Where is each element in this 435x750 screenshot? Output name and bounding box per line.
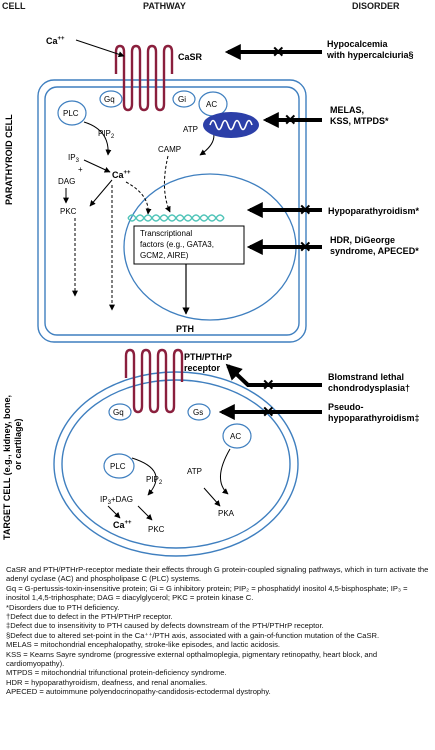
tf-line-2: factors (e.g., GATA3, (140, 240, 214, 249)
svg-text:✕: ✕ (299, 202, 312, 219)
disorder-arrow-melas: ✕ (262, 112, 322, 129)
gi-label: Gi (178, 95, 186, 104)
target-cell-outer-membrane (53, 371, 299, 557)
disorder-melas-1: MELAS, (330, 105, 364, 115)
ca-ion-label: Ca++ (46, 36, 65, 46)
svg-text:✕: ✕ (299, 239, 312, 256)
casr-receptor (114, 44, 174, 112)
disorder-arrow-pseudohypoparathyroidism: ✕ (218, 404, 322, 421)
target-ac-enzyme (222, 423, 252, 449)
dna-helix-strand-2 (127, 214, 225, 222)
header-pathway: PATHWAY (143, 1, 186, 11)
disorder-arrow-blomstrand: ✕ (225, 363, 322, 394)
ca-to-pkc-arrow (89, 179, 113, 207)
target-plc-enzyme (103, 453, 135, 479)
pth-pthrp-receptor (124, 348, 184, 414)
target-cell-inner-membrane (61, 379, 291, 549)
disorder-blomstrand-2: chondrodysplasia† (328, 383, 410, 393)
caption-line-4: †Defect due to defect in the PTH/PTHrP r… (6, 612, 173, 622)
target-ip3-dag-label: IP3+DAG (100, 495, 133, 506)
plus-sign: + (78, 165, 83, 174)
disorder-pseudo-1: Pseudo- (328, 402, 364, 412)
atp-label: ATP (183, 125, 198, 134)
camp-to-tf-dashed-arrow (164, 155, 171, 213)
pkc-label: PKC (60, 207, 77, 216)
receptor-label-2: receptor (184, 363, 221, 373)
target-pip2-label: PIP2 (146, 475, 163, 486)
ca-to-tf-dashed-arrow (125, 181, 152, 215)
pip2-label: PIP2 (98, 129, 115, 140)
ac-label: AC (206, 100, 217, 109)
transcriptional-factors-box (133, 225, 245, 265)
gs-protein (187, 403, 211, 421)
ca-to-casr-arrow (75, 39, 125, 58)
caption-line-10: HDR = hypoparathyroidism, deafness, and … (6, 677, 208, 687)
target-pkc-label: PKC (148, 525, 165, 534)
pka-label: PKA (218, 509, 235, 518)
pth-label: PTH (176, 324, 194, 334)
parathyroid-cell-label: PARATHYROID CELL (4, 114, 14, 205)
svg-text:✕: ✕ (262, 404, 275, 421)
disorder-arrow-hdr: ✕ (246, 239, 322, 256)
gq-label: Gq (104, 95, 115, 104)
ip3-to-ca-arrow (83, 159, 111, 173)
target-cell-label-1: TARGET CELL (e.g., kidney, bone, (2, 395, 12, 540)
target-plc-pip2-arc (131, 457, 157, 496)
target-atp-label: ATP (187, 467, 202, 476)
disorder-hypocalcemia-1: Hypocalcemia (327, 39, 389, 49)
svg-text:✕: ✕ (262, 377, 275, 394)
mitochondrion-cristae (209, 119, 253, 131)
target-cell-label-2: or cartilage) (13, 418, 23, 470)
target-gq-protein (108, 403, 132, 421)
header-disorder: DISORDER (352, 1, 400, 11)
disorder-pseudo-2: hypoparathyroidism‡ (328, 413, 420, 423)
receptor-label-1: PTH/PTHrP (184, 352, 232, 362)
dag-to-pkc-target-arrow (137, 505, 153, 521)
ip3-to-ca-target-arrow (107, 505, 121, 519)
gs-label: Gs (193, 408, 203, 417)
mitochondrion (203, 112, 259, 138)
tf-line-1: Transcriptional (140, 229, 192, 238)
ac-atp-arc (220, 448, 231, 495)
svg-text:✕: ✕ (272, 44, 285, 61)
plc-pip2-arc (83, 121, 112, 156)
casr-label: CaSR (178, 52, 203, 62)
plc-label: PLC (63, 109, 79, 118)
figure-caption: CaSR and PTH/PTHrP-receptor mediate thei… (6, 565, 432, 697)
disorder-hypoparathyroidism: Hypoparathyroidism* (328, 206, 420, 216)
camp-label: CAMP (158, 145, 181, 154)
disorder-hdr-2: syndrome, APECED* (330, 246, 419, 256)
caption-line-7: MELAS = mitochondrial encephalopathy, st… (6, 640, 281, 650)
caption-line-3: *Disorders due to PTH deficiency. (6, 602, 120, 612)
tf-line-3: GCM2, AIRE) (140, 251, 189, 260)
caption-line-5: ‡Defect due to insensitivity to PTH caus… (6, 621, 324, 631)
plc-enzyme (57, 100, 87, 126)
caption-line-9: MTPDS = mitochondrial trifunctional prot… (6, 668, 227, 678)
caption-line-6: §Defect due to altered set-point in the … (6, 630, 380, 640)
disorder-arrow-hypoparathyroidism: ✕ (246, 202, 322, 219)
caption-line-11: APECED = autoimmune polyendocrinopathy-c… (6, 687, 271, 697)
dag-label: DAG (58, 177, 75, 186)
caption-line-2: Gq = G-pertussis-toxin-insensitive prote… (6, 583, 408, 603)
target-plc-label: PLC (110, 462, 126, 471)
disorder-hypocalcemia-2: with hypercalciuria§ (326, 50, 414, 60)
gi-protein (172, 90, 196, 108)
svg-text:✕: ✕ (284, 112, 297, 129)
atp-to-pka-arrow (203, 487, 221, 507)
disorder-melas-2: KSS, MTPDS* (330, 116, 389, 126)
header-cell: CELL (2, 1, 26, 11)
caption-line-8: KSS = Kearns Sayre syndrome (progressive… (6, 649, 378, 669)
target-ac-label: AC (230, 432, 241, 441)
disorder-hdr-1: HDR, DiGeorge (330, 235, 395, 245)
caption-line-1: CaSR and PTH/PTHrP-receptor mediate thei… (6, 565, 429, 584)
target-ca-label: Ca++ (113, 520, 132, 530)
gq-protein (99, 90, 123, 108)
ca-intracellular-label: Ca++ (112, 170, 131, 180)
ip3-label: IP3 (68, 153, 80, 164)
target-gq-label: Gq (113, 408, 124, 417)
disorder-blomstrand-1: Blomstrand lethal (328, 372, 404, 382)
disorder-arrow-hypocalcemia: ✕ (224, 44, 322, 61)
